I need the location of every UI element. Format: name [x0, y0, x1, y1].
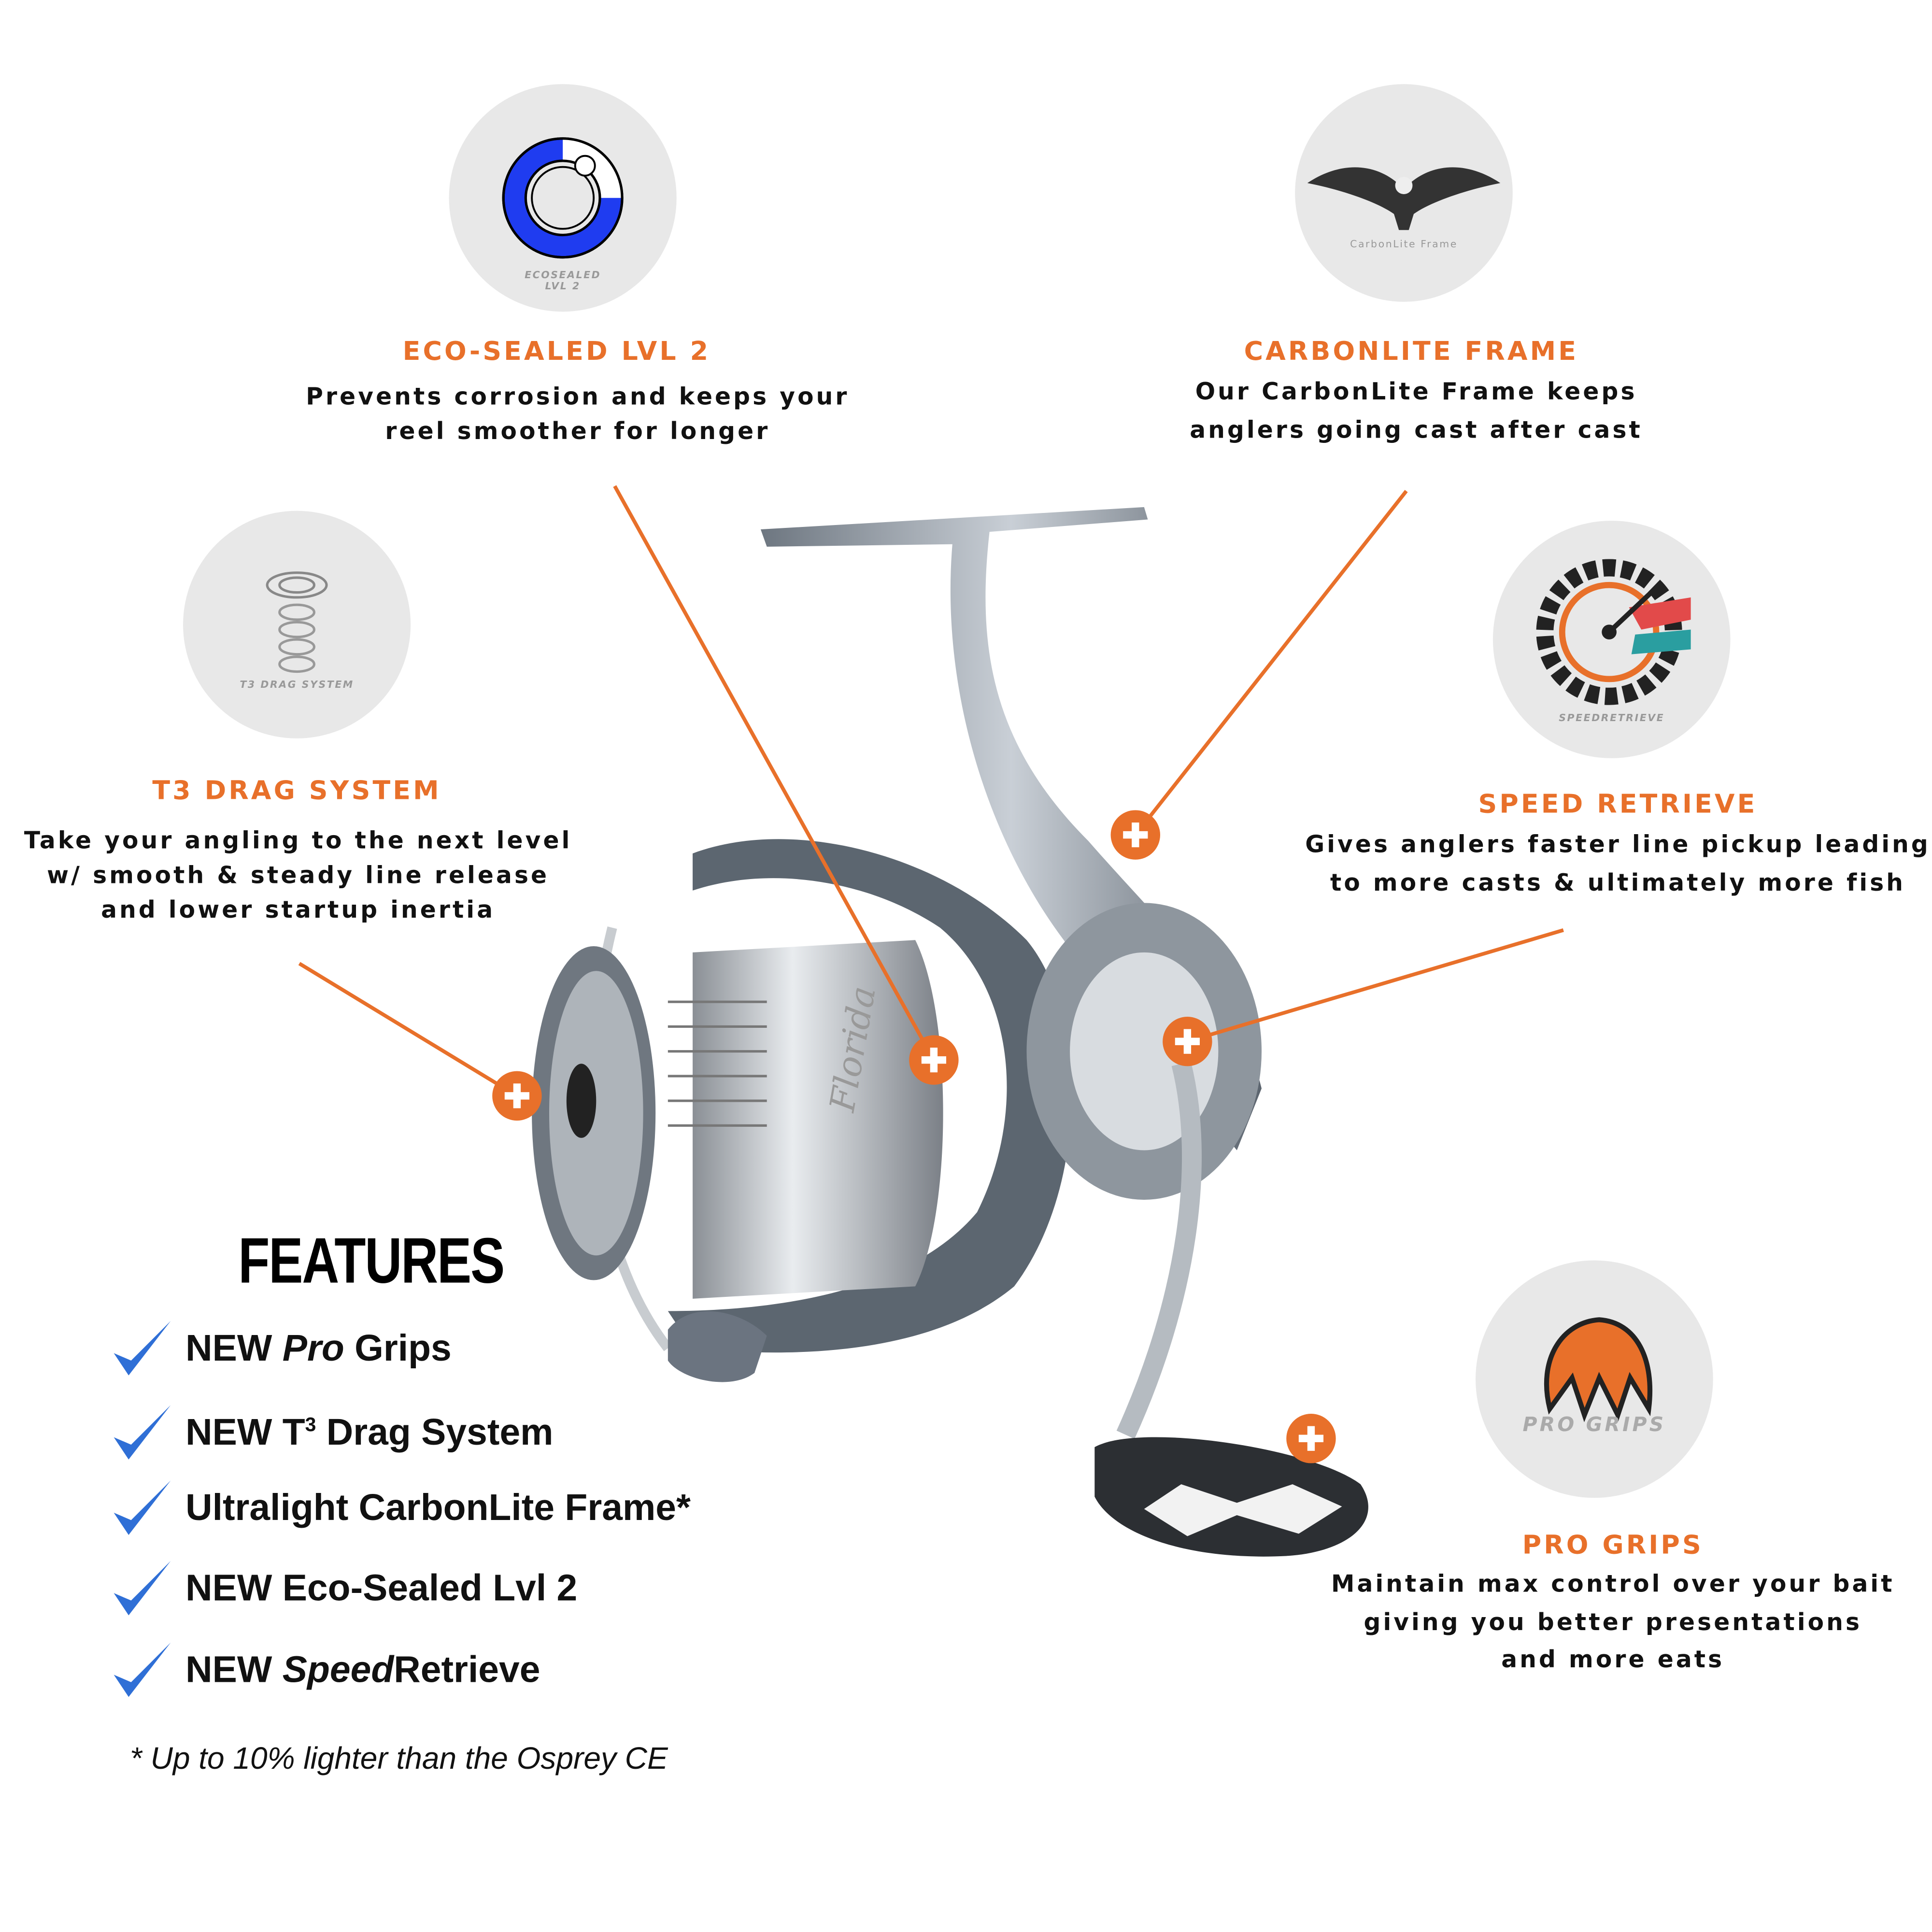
checkmark-icon	[114, 1480, 171, 1535]
feature-item: NEW SpeedRetrieve	[111, 1640, 540, 1702]
desc-line: anglers going cast after cast	[1190, 416, 1643, 444]
desc-line: Maintain max control over your bait	[1331, 1571, 1895, 1598]
claw-icon	[1544, 1317, 1653, 1422]
desc-line: Our CarbonLite Frame keeps	[1195, 378, 1637, 406]
feature-item: Ultralight CarbonLite Frame*	[111, 1478, 691, 1540]
desc-line: giving you better presentations	[1364, 1608, 1862, 1636]
feature-item: NEW Pro Grips	[111, 1319, 452, 1380]
bearing-icon	[502, 137, 624, 259]
features-heading: FEATURES	[238, 1225, 505, 1298]
logo-text: CarbonLite Frame	[1350, 239, 1458, 250]
desc-line: reel smoother for longer	[385, 418, 770, 445]
pro-grips-title: PRO GRIPS	[1522, 1530, 1704, 1560]
plus-marker-carbon-icon	[1110, 810, 1161, 860]
speedometer-gear-icon	[1536, 559, 1691, 705]
pro-grips-description: Maintain max control over your bait givin…	[1331, 1566, 1895, 1679]
carbonlite-description: Our CarbonLite Frame keeps anglers going …	[1190, 373, 1643, 450]
callout-line-t3	[298, 962, 518, 1098]
desc-line: Take your angling to the next level	[24, 827, 572, 855]
logo-text: ECOSEALED	[525, 270, 601, 281]
desc-line: and lower startup inertia	[101, 896, 496, 924]
desc-line: Gives anglers faster line pickup leading	[1305, 831, 1931, 859]
feature-item: NEW T3 Drag System	[111, 1403, 553, 1464]
checkmark-icon	[114, 1321, 171, 1376]
logo-text: PRO GRIPS	[1522, 1412, 1666, 1436]
checkmark-icon	[114, 1642, 171, 1697]
t3-drag-description: Take your angling to the next level w/ sm…	[24, 824, 572, 927]
drag-washers-icon	[266, 571, 328, 673]
logo-text: SPEEDRETRIEVE	[1559, 712, 1665, 724]
pro-grips-badge: PRO GRIPS	[1476, 1260, 1713, 1498]
carbonlite-badge: CarbonLite Frame	[1295, 84, 1513, 302]
plus-marker-grips-icon	[1286, 1413, 1336, 1463]
checkmark-icon	[114, 1561, 171, 1616]
plus-marker-speed-icon	[1163, 1016, 1212, 1066]
osprey-icon	[1307, 167, 1501, 230]
callout-line-eco	[613, 485, 936, 1061]
footnote: * Up to 10% lighter than the Osprey CE	[129, 1741, 668, 1776]
desc-line: to more casts & ultimately more fish	[1330, 869, 1906, 897]
desc-line: Prevents corrosion and keeps your	[306, 383, 850, 411]
eco-sealed-title: ECO-SEALED LVL 2	[402, 336, 711, 366]
plus-marker-eco-icon	[909, 1035, 959, 1085]
callout-line-carbon	[1134, 490, 1408, 836]
t3-drag-badge: T3 DRAG SYSTEM	[183, 511, 411, 739]
logo-text: T3 DRAG SYSTEM	[240, 679, 354, 690]
speed-retrieve-title: SPEED RETRIEVE	[1478, 789, 1758, 819]
desc-line: and more eats	[1501, 1646, 1725, 1674]
feature-item: NEW Eco-Sealed Lvl 2	[111, 1559, 577, 1620]
speed-retrieve-badge: SPEEDRETRIEVE	[1492, 521, 1731, 758]
carbonlite-title: CARBONLITE FRAME	[1244, 336, 1579, 366]
checkmark-icon	[114, 1405, 171, 1460]
speed-retrieve-description: Gives anglers faster line pickup leading…	[1305, 826, 1931, 903]
callout-line-speed	[1187, 928, 1564, 1043]
plus-markers	[492, 810, 1336, 1463]
logo-text: LVL 2	[545, 281, 581, 292]
desc-line: w/ smooth & steady line release	[47, 862, 550, 890]
eco-sealed-description: Prevents corrosion and keeps your reel sm…	[306, 380, 849, 449]
t3-drag-title: T3 DRAG SYSTEM	[152, 775, 441, 806]
plus-marker-t3-icon	[492, 1071, 542, 1121]
